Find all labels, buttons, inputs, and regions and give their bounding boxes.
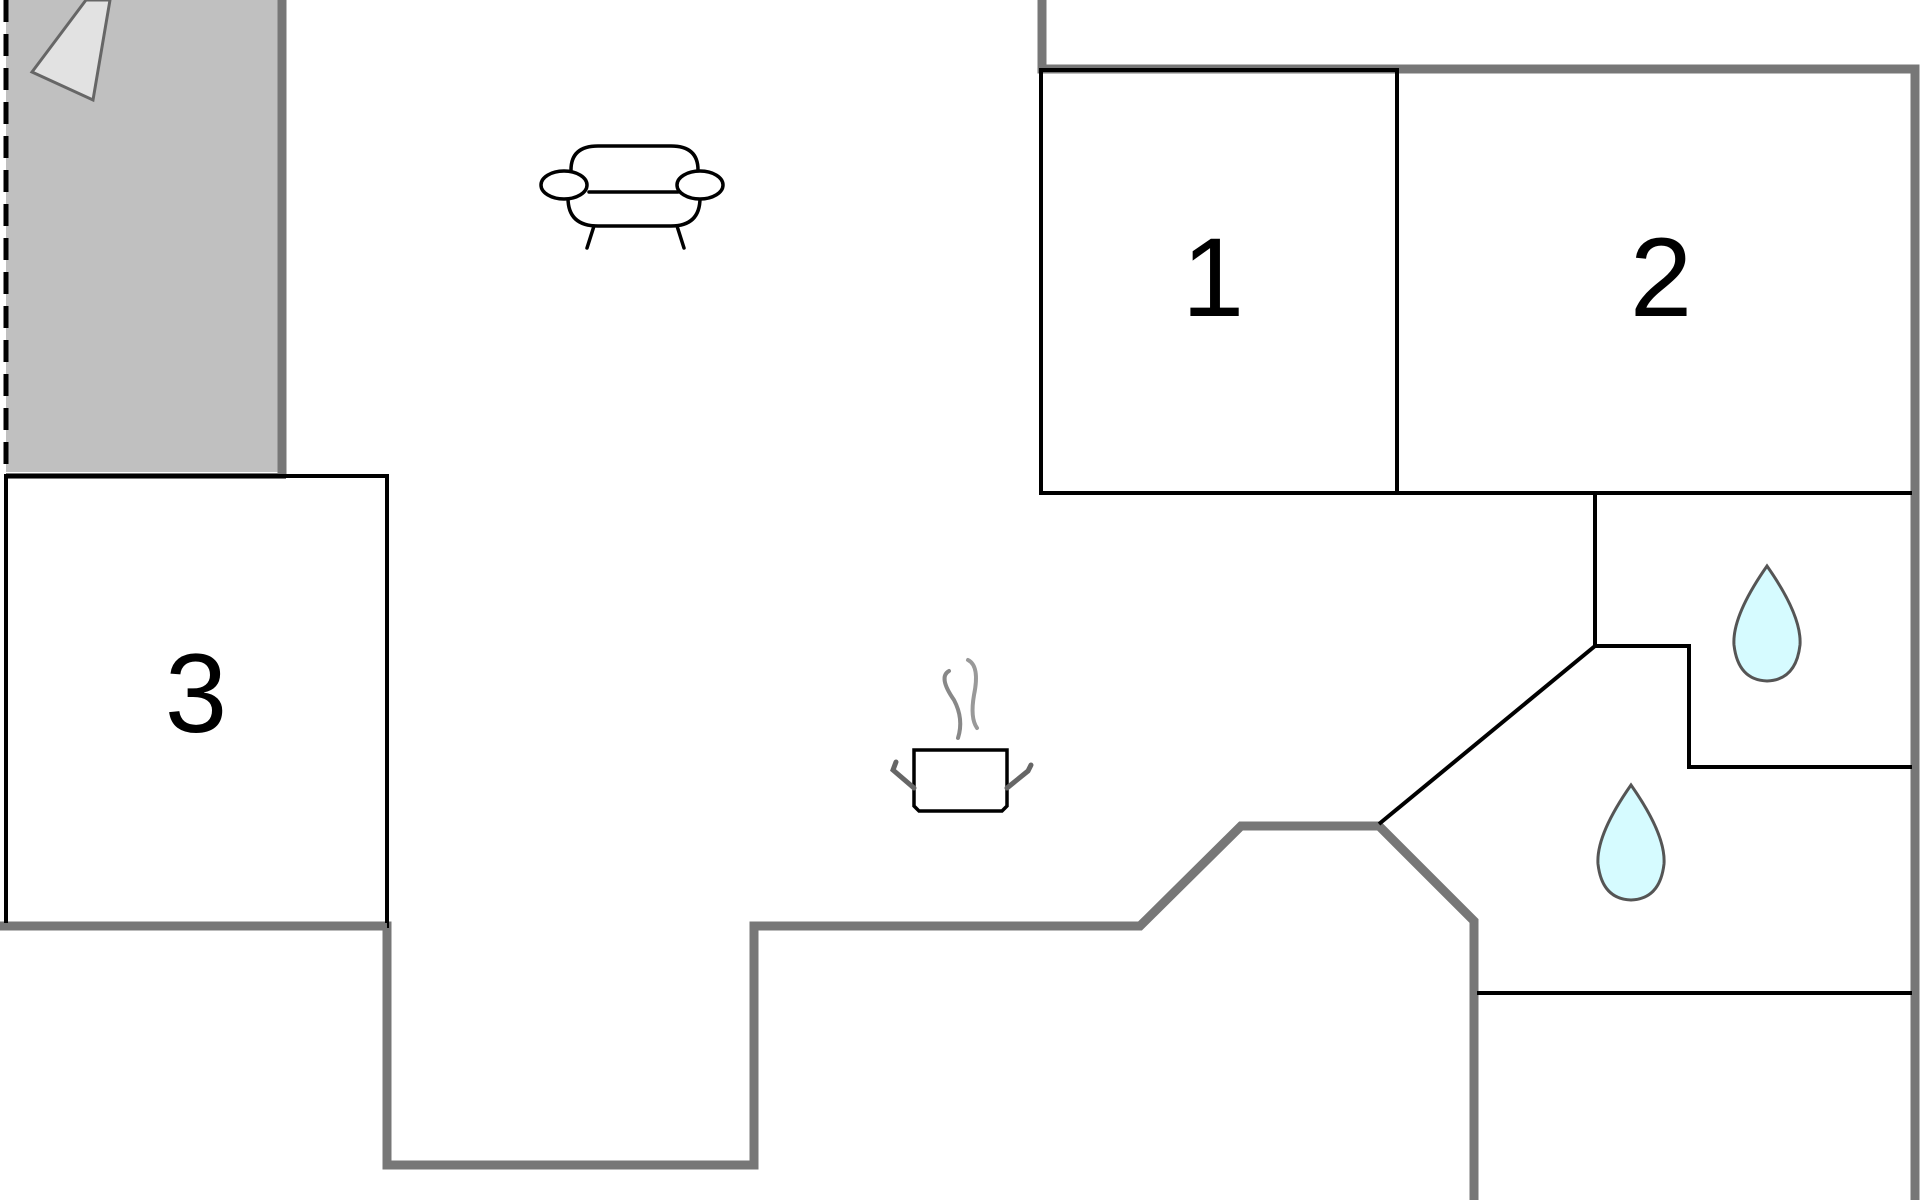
water-drop-icon — [1596, 782, 1666, 902]
bathroom-diagonal-wall — [1377, 644, 1597, 826]
sofa-icon — [539, 144, 725, 250]
room-1: 1 — [1039, 68, 1399, 495]
room-1-label: 1 — [1182, 215, 1244, 340]
room-3: 3 — [0, 474, 389, 929]
room-2: 2 — [1395, 70, 1912, 495]
bathroom-upper-walls — [1593, 493, 1912, 769]
room-2-label: 2 — [1630, 215, 1692, 340]
terrace — [3, 0, 287, 479]
bathroom-walls — [1377, 493, 1912, 995]
water-drop-icon — [1732, 563, 1802, 683]
terrace-parasol-icon — [29, 0, 112, 103]
cooking-pot-icon — [890, 658, 1034, 813]
bottom-outer-wall — [0, 821, 1479, 1200]
top-right-outer-wall — [1037, 0, 1920, 1200]
room-2-walls — [1395, 70, 1912, 495]
room-3-label: 3 — [165, 631, 227, 756]
